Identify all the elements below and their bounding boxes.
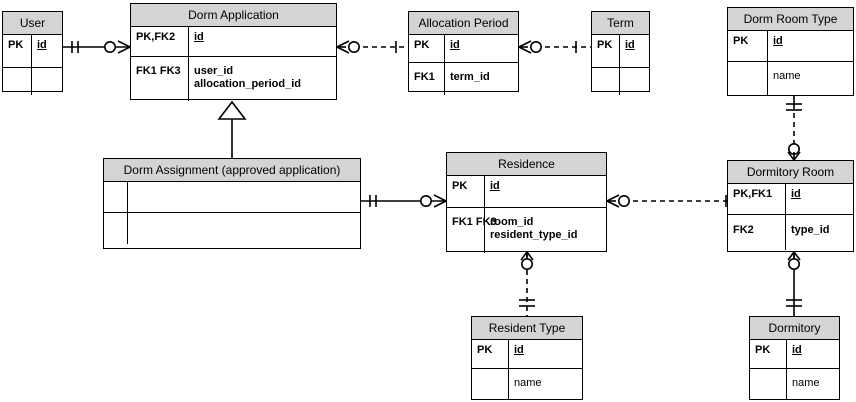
- entity-dorm-assignment[interactable]: Dorm Assignment (approved application): [103, 158, 361, 249]
- table-row: [104, 182, 360, 213]
- dorm-application-row0-attr: id: [194, 31, 204, 43]
- resident-type-row1-attr: name: [514, 377, 542, 389]
- entity-dorm-room-type[interactable]: Dorm Room Type PK id name: [727, 7, 854, 96]
- attr-room-id: room_id: [490, 216, 534, 228]
- fk1-label: FK1: [452, 216, 473, 228]
- resident-type-row0-key: PK: [472, 340, 509, 368]
- entity-residence[interactable]: Residence PK id FK1 FK3 room_id resident…: [446, 152, 607, 253]
- relationship-inheritance-dorm-assignment[interactable]: [217, 100, 247, 158]
- entity-user-title: User: [3, 12, 62, 35]
- relationship-residence-dormitory-room[interactable]: [606, 194, 738, 208]
- allocation-period-row1-attr: term_id: [450, 71, 490, 83]
- dormitory-room-row1-attr: type_id: [791, 224, 830, 236]
- dorm-application-row1-attr: user_id allocation_period_id: [189, 57, 336, 101]
- dorm-assignment-row0-key: [104, 182, 128, 212]
- residence-row0-key: PK: [447, 176, 485, 207]
- attr-allocation-period-id: allocation_period_id: [194, 78, 301, 91]
- table-row: PK id: [728, 31, 853, 62]
- fk1-label: FK1: [136, 65, 157, 77]
- table-row: FK1 term_id: [409, 63, 518, 95]
- relationship-user-dorm-application[interactable]: [63, 40, 131, 54]
- table-row: name: [750, 369, 839, 400]
- relationship-allocation-period-term[interactable]: [518, 40, 591, 54]
- entity-dorm-application-title: Dorm Application: [131, 4, 336, 27]
- table-row: PK id: [472, 340, 582, 369]
- table-row: [104, 213, 360, 244]
- dormitory-room-row0-attr: id: [791, 188, 801, 200]
- residence-row0-attr: id: [490, 180, 500, 192]
- resident-type-row0-attr: id: [514, 344, 524, 356]
- table-row: PK id: [750, 340, 839, 369]
- table-row: name: [728, 62, 853, 95]
- dorm-room-type-row0-key: PK: [728, 31, 768, 61]
- entity-term[interactable]: Term PK id: [591, 11, 650, 95]
- term-row1-key: [592, 68, 620, 95]
- entity-residence-title: Residence: [447, 153, 606, 176]
- attr-user-id: user_id: [194, 65, 234, 77]
- dormitory-room-row1-key: FK2: [728, 215, 786, 250]
- entity-dormitory-room[interactable]: Dormitory Room PK,FK1 id FK2 type_id: [727, 160, 854, 252]
- table-row: [592, 68, 649, 95]
- dorm-room-type-row1-attr: name: [773, 70, 801, 82]
- entity-resident-type-title: Resident Type: [472, 317, 582, 340]
- table-row: PK,FK1 id: [728, 184, 853, 215]
- entity-dormitory-room-title: Dormitory Room: [728, 161, 853, 184]
- dorm-application-row0-key: PK,FK2: [131, 27, 189, 56]
- dorm-application-row1-key: user_id FK1 FK3: [131, 57, 189, 101]
- allocation-period-row0-attr: id: [450, 39, 460, 51]
- table-row: PK id: [3, 35, 62, 68]
- user-row1-attr: [32, 68, 62, 95]
- relationship-dorm-assignment-residence[interactable]: [361, 194, 447, 208]
- dorm-assignment-row1-attr: [128, 213, 360, 244]
- entity-user[interactable]: User PK id: [2, 11, 63, 95]
- term-row0-attr: id: [625, 39, 635, 51]
- user-row1-key: [3, 68, 32, 95]
- entity-term-title: Term: [592, 12, 649, 35]
- dorm-room-type-row1-key: [728, 62, 768, 95]
- relationship-dorm-application-allocation-period[interactable]: [336, 40, 408, 54]
- attr-resident-type-id: resident_type_id: [490, 229, 578, 242]
- fk3-label: FK3: [475, 216, 497, 228]
- table-row: name: [472, 369, 582, 400]
- residence-row1-attr: room_id resident_type_id: [485, 208, 606, 253]
- user-row0-key: PK: [3, 35, 32, 67]
- dormitory-room-row0-key: PK,FK1: [728, 184, 786, 214]
- residence-row1-key: FK1 FK3: [447, 208, 497, 253]
- entity-dormitory-title: Dormitory: [750, 317, 839, 340]
- entity-dorm-room-type-title: Dorm Room Type: [728, 8, 853, 31]
- table-row: [3, 68, 62, 95]
- entity-dormitory[interactable]: Dormitory PK id name: [749, 316, 840, 400]
- allocation-period-row1-key: FK1: [409, 63, 445, 95]
- table-row: FK2 type_id: [728, 215, 853, 250]
- table-row: PK,FK2 id: [131, 27, 336, 57]
- table-row: PK id: [592, 35, 649, 68]
- dormitory-row1-attr: name: [792, 377, 820, 389]
- relationship-dorm-room-type-dormitory-room[interactable]: [786, 96, 802, 161]
- allocation-period-row0-key: PK: [409, 35, 445, 62]
- entity-resident-type[interactable]: Resident Type PK id name: [471, 316, 583, 400]
- dormitory-row0-key: PK: [750, 340, 787, 368]
- entity-allocation-period-title: Allocation Period: [409, 12, 518, 35]
- table-row: FK1 FK3 room_id resident_type_id: [447, 208, 606, 253]
- entity-allocation-period[interactable]: Allocation Period PK id FK1 term_id: [408, 11, 519, 95]
- dorm-room-type-row0-attr: id: [773, 35, 783, 47]
- dorm-assignment-row0-attr: [128, 182, 360, 212]
- fk3-label: FK3: [159, 65, 181, 77]
- entity-dorm-application[interactable]: Dorm Application PK,FK2 id user_id FK1 F…: [130, 3, 337, 101]
- entity-dorm-assignment-title: Dorm Assignment (approved application): [104, 159, 360, 182]
- dormitory-row1-key: [750, 369, 787, 400]
- table-row: PK id: [447, 176, 606, 208]
- relationship-residence-resident-type[interactable]: [519, 251, 535, 316]
- resident-type-row1-key: [472, 369, 509, 400]
- term-row1-attr: [620, 68, 649, 95]
- table-row: user_id FK1 FK3 user_id allocation_perio…: [131, 57, 336, 101]
- relationship-dormitory-room-dormitory[interactable]: [786, 251, 802, 316]
- dormitory-row0-attr: id: [792, 344, 802, 356]
- dorm-assignment-row1-key: [104, 213, 128, 244]
- table-row: PK id: [409, 35, 518, 63]
- user-row0-attr: id: [37, 39, 47, 51]
- term-row0-key: PK: [592, 35, 620, 67]
